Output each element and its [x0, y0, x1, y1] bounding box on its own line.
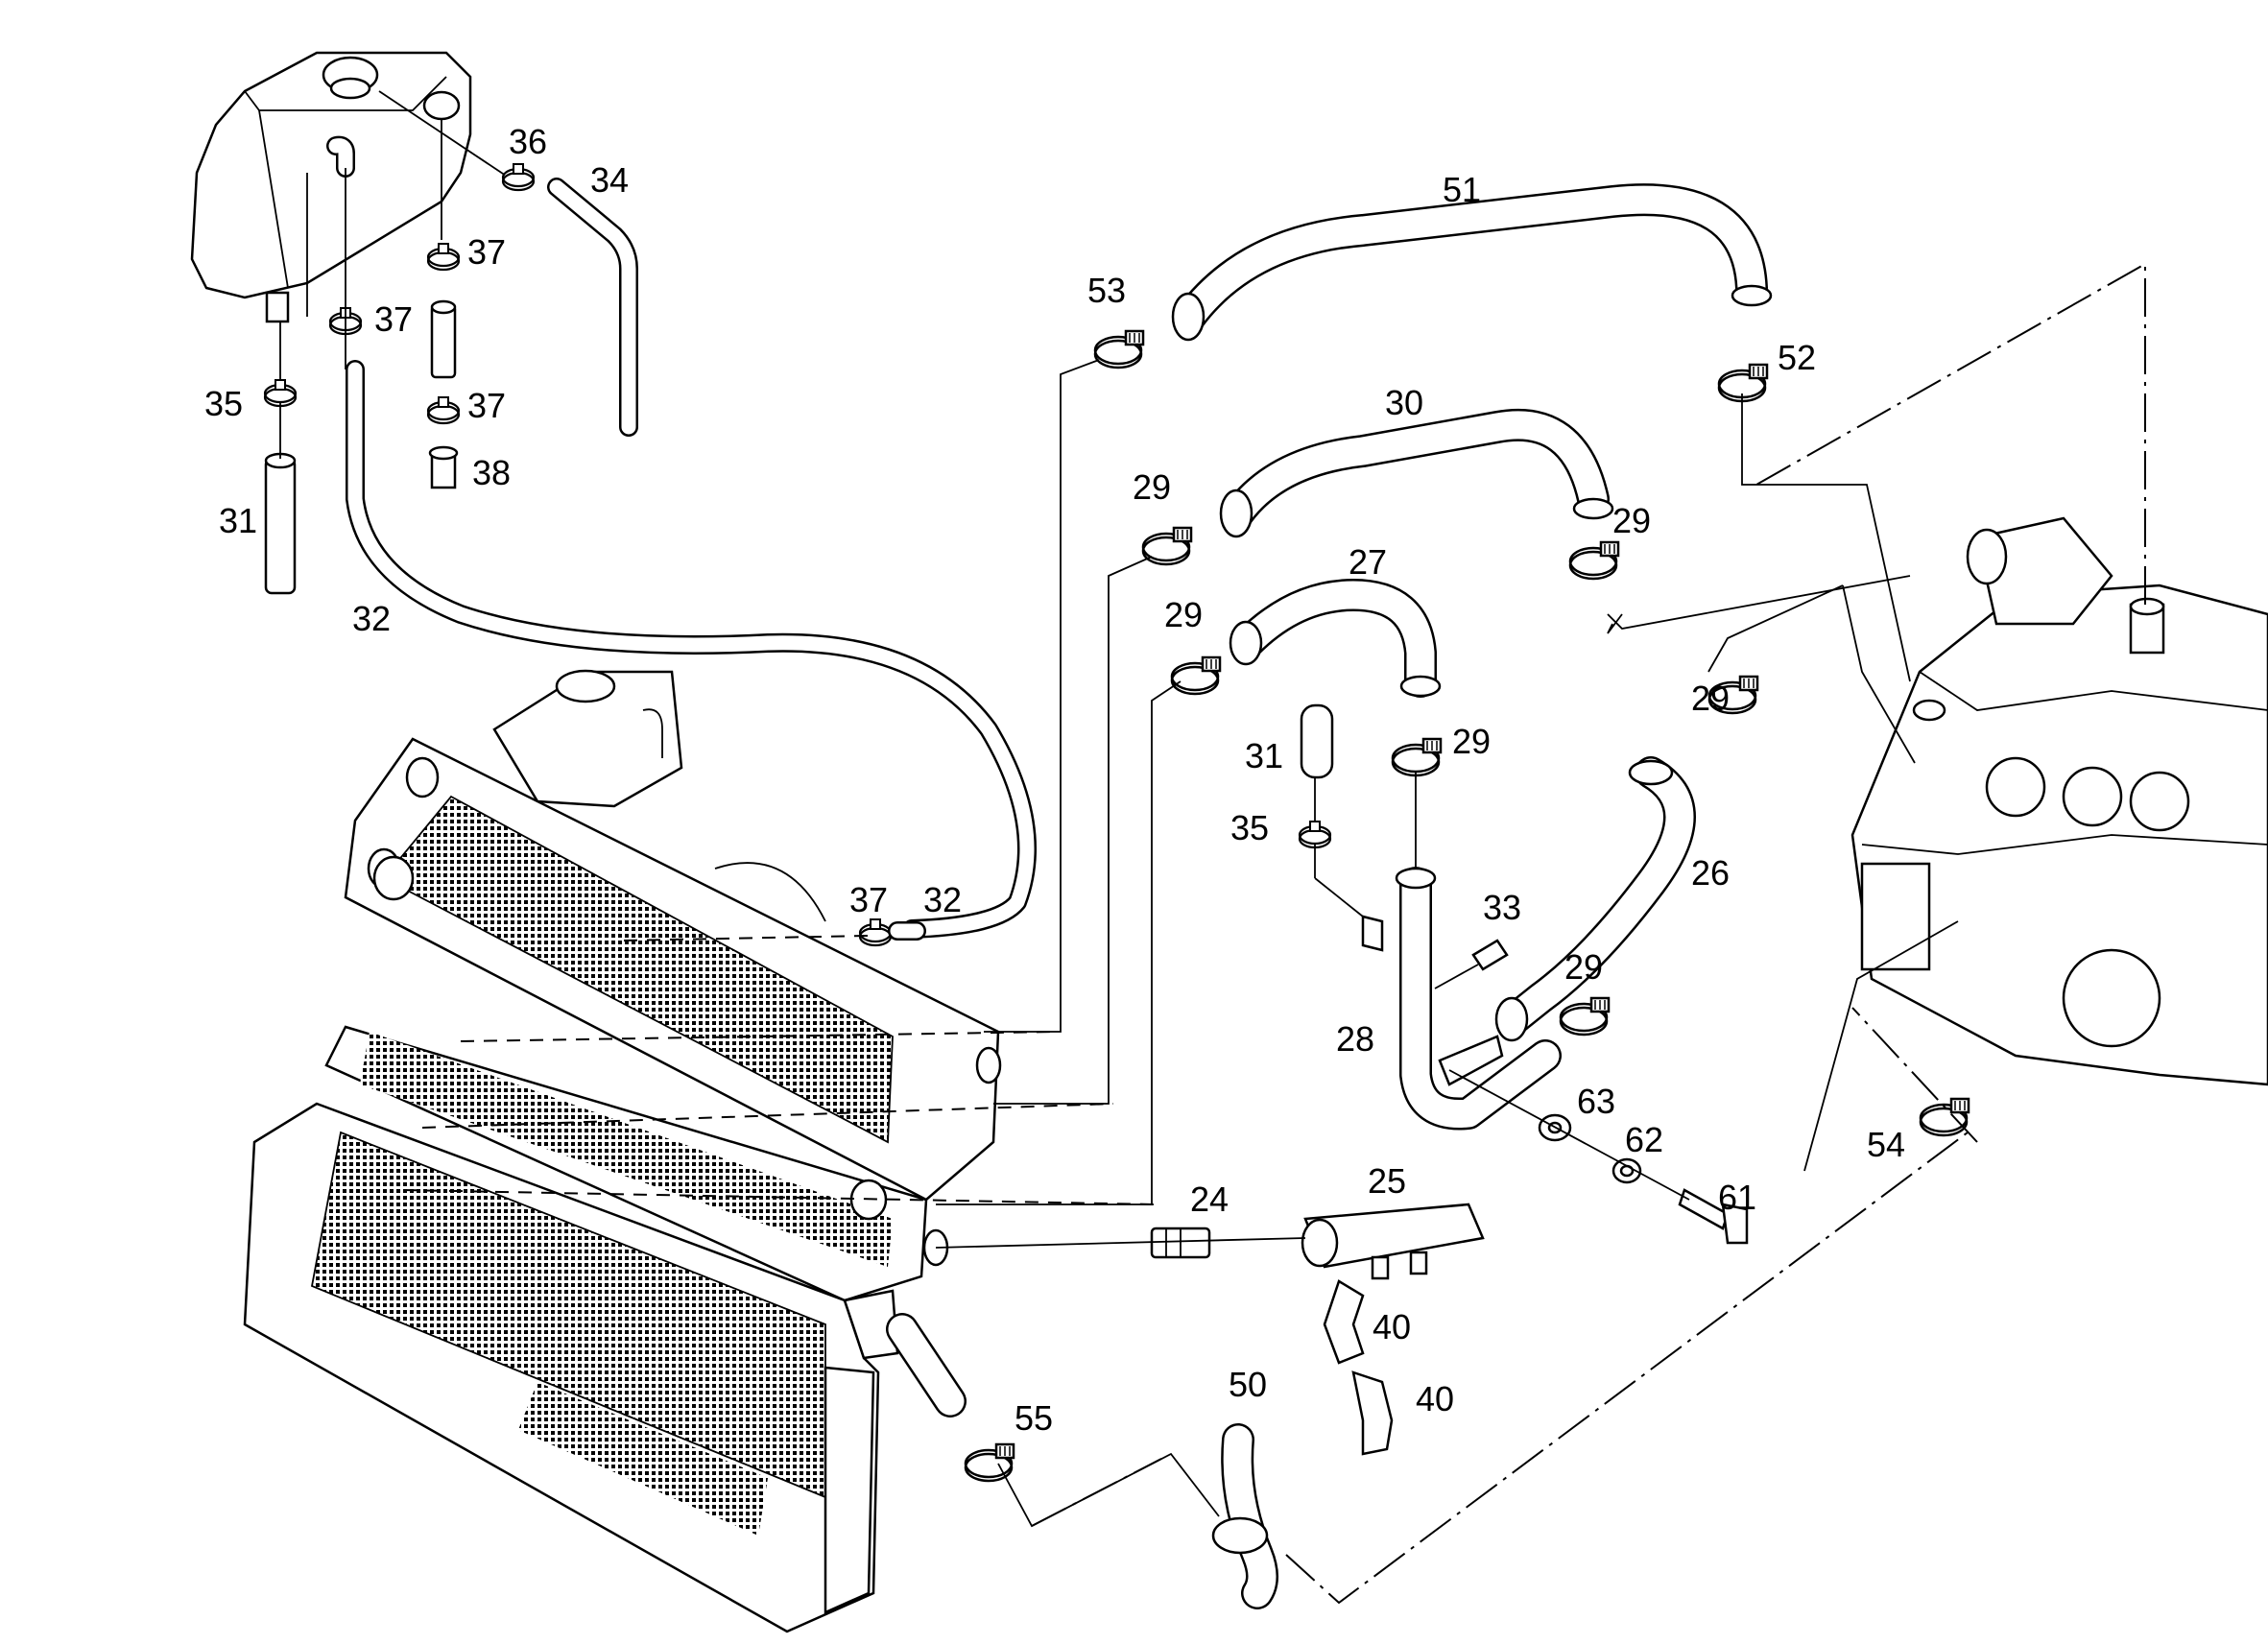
hose-31-upper	[264, 452, 297, 595]
callout-31: 31	[1245, 736, 1283, 775]
clamp-55	[964, 1442, 1015, 1483]
hose-34	[547, 178, 638, 437]
clamp-35-lower	[1298, 820, 1332, 849]
hose-51	[1171, 183, 1773, 342]
clamp-36	[501, 162, 536, 192]
callout-29: 29	[1612, 501, 1651, 540]
clamp-37-a	[426, 242, 461, 272]
callout-36: 36	[509, 122, 547, 161]
callout-62: 62	[1625, 1120, 1663, 1159]
hose-32	[346, 360, 1037, 939]
callout-25: 25	[1368, 1161, 1406, 1201]
hose-27	[1229, 579, 1442, 698]
callout-29: 29	[1452, 722, 1491, 761]
engine-block	[1850, 516, 2268, 1086]
callout-30: 30	[1385, 383, 1423, 422]
callout-37: 37	[467, 386, 506, 425]
callout-40: 40	[1416, 1379, 1454, 1418]
fitting-24	[1150, 1227, 1211, 1259]
callout-26: 26	[1691, 853, 1730, 893]
callout-29: 29	[1133, 467, 1171, 507]
manifold-25	[1301, 1203, 1485, 1280]
callout-32: 32	[923, 880, 962, 919]
clamp-37-c	[426, 395, 461, 425]
hose-37-piece	[430, 299, 457, 379]
clamp-53	[1093, 329, 1145, 369]
clamp-37-d	[858, 917, 893, 947]
callout-33: 33	[1483, 888, 1521, 927]
elbow-40-lower	[1351, 1370, 1394, 1456]
hose-30	[1219, 408, 1614, 538]
elbow-40-upper	[1323, 1279, 1365, 1365]
radiator-assembly	[243, 669, 1002, 1633]
clamp-54	[1919, 1097, 1970, 1137]
callout-40: 40	[1373, 1307, 1411, 1346]
clamp-29-f	[1559, 996, 1611, 1036]
callout-labels: 36 34 37 37 37 35 38 31 32 51 53 52 30 2…	[204, 122, 1905, 1438]
hose-31-lower	[1300, 703, 1334, 779]
callout-38: 38	[472, 453, 511, 492]
sensor-33	[1434, 939, 1509, 989]
callout-32: 32	[352, 599, 391, 638]
callout-51: 51	[1443, 170, 1481, 209]
callout-63: 63	[1577, 1082, 1615, 1121]
clamp-52	[1717, 363, 1769, 403]
connection-lines	[402, 262, 2146, 1605]
washer-62	[1611, 1157, 1642, 1184]
callout-29: 29	[1164, 595, 1203, 634]
callout-52: 52	[1778, 338, 1816, 377]
callout-37: 37	[467, 232, 506, 272]
hose-50	[1211, 1423, 1278, 1609]
clamp-29-b	[1568, 540, 1620, 581]
clamp-35-upper	[263, 378, 298, 408]
callout-27: 27	[1349, 542, 1387, 582]
plug-38	[428, 445, 459, 489]
clamp-29-d	[1391, 737, 1443, 777]
bolt-61	[1678, 1188, 1749, 1245]
callout-28: 28	[1336, 1019, 1374, 1059]
callout-29: 29	[1564, 947, 1603, 987]
expansion-tank	[190, 51, 510, 323]
callout-53: 53	[1087, 271, 1126, 310]
callout-31: 31	[219, 501, 257, 540]
callout-50: 50	[1229, 1365, 1267, 1404]
callout-24: 24	[1190, 1179, 1229, 1219]
callout-37: 37	[849, 880, 888, 919]
clamp-29-c	[1170, 655, 1222, 696]
callout-35: 35	[204, 384, 243, 423]
callout-61: 61	[1718, 1178, 1756, 1217]
callout-37: 37	[374, 299, 413, 339]
hose-26	[1494, 756, 1696, 1042]
pipe-28	[1395, 867, 1562, 1131]
clamp-29-a	[1141, 526, 1193, 566]
callout-29: 29	[1691, 679, 1730, 718]
callout-54: 54	[1867, 1125, 1905, 1164]
callout-34: 34	[590, 160, 629, 200]
callout-55: 55	[1015, 1398, 1053, 1438]
callout-35: 35	[1230, 808, 1269, 847]
